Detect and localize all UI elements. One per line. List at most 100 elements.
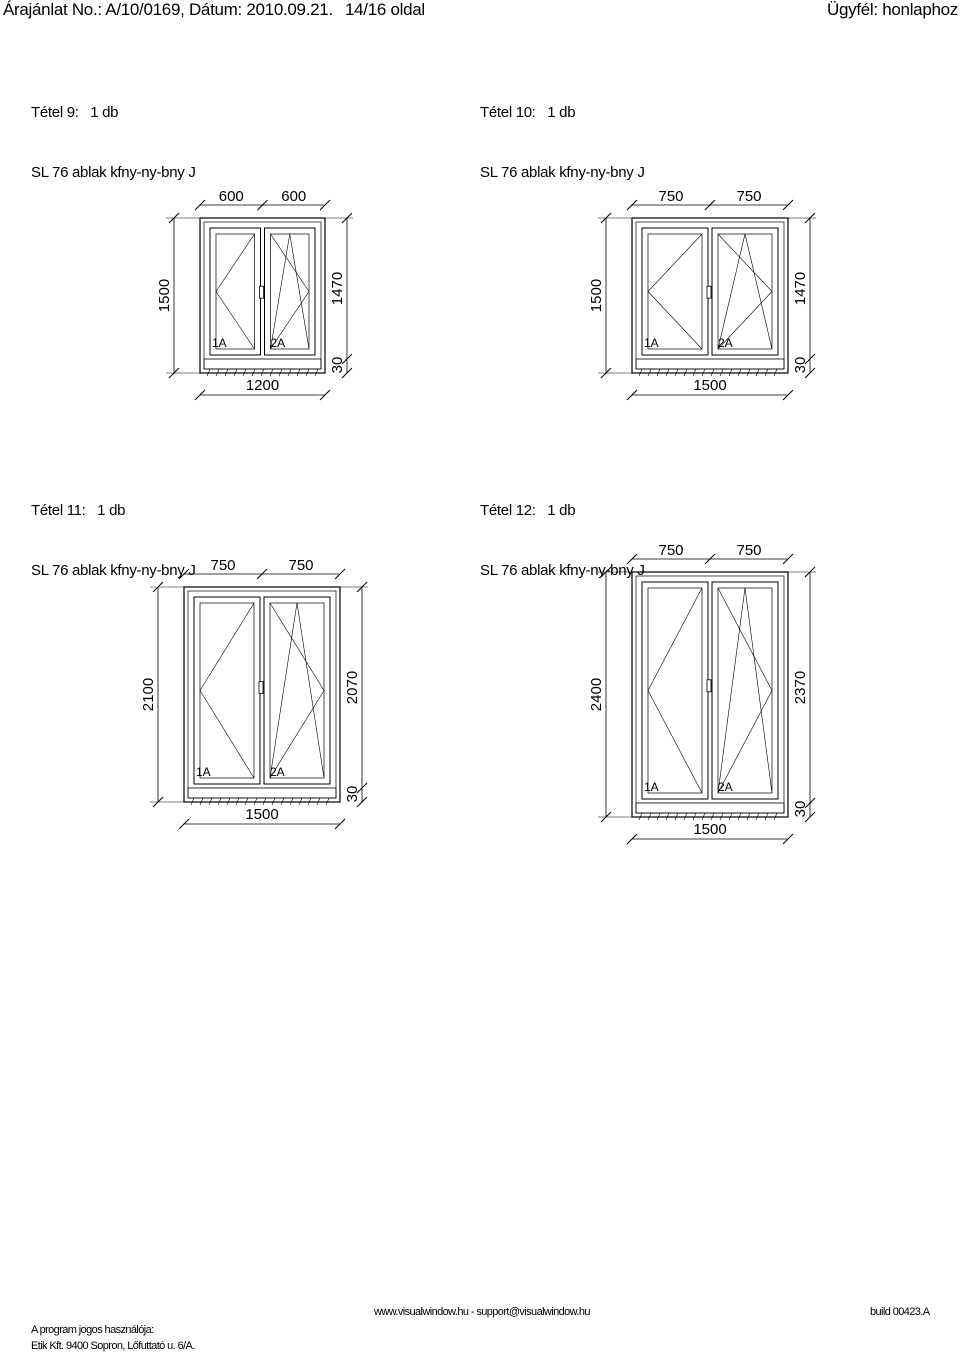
sill-profile	[635, 358, 785, 370]
dimension-tick	[194, 199, 206, 211]
dimension-height-inner: 2070	[344, 671, 361, 704]
sill-hatch	[206, 368, 211, 377]
dimension-tick	[341, 353, 353, 365]
dimension-tick	[804, 797, 816, 809]
dimension-tick	[600, 212, 612, 224]
sash-frame	[193, 596, 261, 785]
sash-label: 2A	[270, 765, 285, 779]
sill-hatch	[773, 812, 778, 821]
item-title: Tétel 11: 1 db	[31, 502, 126, 519]
sash-frame	[263, 596, 331, 785]
sill-hatch	[719, 368, 724, 377]
dimension-height-outer: 1500	[156, 279, 173, 312]
sill-hatch	[224, 368, 229, 377]
sill-hatch	[701, 812, 706, 821]
sill-hatch	[692, 368, 697, 377]
footer-licensee-label: A program jogos használója:	[31, 1324, 154, 1336]
dimension-top-left: 750	[658, 188, 683, 205]
dimension-width: 1500	[693, 821, 726, 838]
sill-hatch	[316, 797, 321, 806]
sill-hatch	[262, 797, 267, 806]
dimension-top-right: 750	[736, 542, 761, 559]
dimension-tick	[804, 367, 816, 379]
sill-hatch	[755, 812, 760, 821]
dimension-tick	[319, 199, 331, 211]
sill-hatch	[737, 812, 742, 821]
dimension-tick	[782, 553, 794, 565]
dimension-height-outer: 2400	[588, 678, 605, 711]
dimension-tick	[341, 367, 353, 379]
dimension-tick	[256, 568, 268, 580]
sill-hatch	[656, 368, 661, 377]
sill-hatch	[253, 797, 258, 806]
opening-line	[647, 291, 703, 350]
sill-hatch	[289, 797, 294, 806]
opening-line	[215, 291, 255, 350]
sill-hatch	[305, 368, 310, 377]
sash-label: 1A	[212, 336, 227, 350]
dimension-tick	[356, 796, 368, 808]
sill-hatch	[764, 812, 769, 821]
dimension-sill: 30	[344, 786, 361, 803]
handle-icon	[706, 285, 712, 299]
sill-hatch	[683, 812, 688, 821]
dimension-height-inner: 1470	[329, 272, 346, 305]
dimension-tick	[152, 581, 164, 593]
dimension-tick	[804, 353, 816, 365]
sill-hatch	[665, 812, 670, 821]
opening-line	[717, 690, 773, 794]
dimension-tick	[600, 367, 612, 379]
header-quote-info: Árajánlat No.: A/10/0169, Dátum: 2010.09…	[3, 0, 333, 19]
sill-hatch	[271, 797, 276, 806]
dimension-tick	[168, 212, 180, 224]
dimension-sill: 30	[329, 357, 346, 374]
glass-pane	[647, 233, 703, 350]
sill-hatch	[296, 368, 301, 377]
opening-line	[269, 602, 325, 691]
dimension-tick	[704, 199, 716, 211]
sill-hatch	[656, 812, 661, 821]
item-subtitle: SL 76 ablak kfny-ny-bny J	[31, 562, 196, 579]
tilt-line	[269, 602, 298, 779]
glass-pane	[717, 587, 773, 794]
dimension-tick	[782, 389, 794, 401]
opening-line	[199, 690, 255, 779]
opening-line	[270, 291, 310, 350]
sill-profile	[635, 802, 785, 814]
glass-pane	[199, 602, 255, 779]
dimension-height-outer: 1500	[588, 279, 605, 312]
sill-hatch	[244, 797, 249, 806]
dimension-height-inner: 2370	[792, 671, 809, 704]
sill-profile	[187, 787, 337, 799]
dimension-tick	[319, 389, 331, 401]
sill-hatch	[217, 797, 222, 806]
opening-line	[647, 690, 703, 794]
sill-hatch	[683, 368, 688, 377]
dimension-height-inner: 1470	[792, 272, 809, 305]
header-page-number: 14/16 oldal	[345, 0, 425, 19]
sill-hatch	[692, 812, 697, 821]
dimension-tick	[804, 212, 816, 224]
sill-hatch	[226, 797, 231, 806]
dimension-tick	[782, 833, 794, 845]
sash-label: 2A	[718, 336, 733, 350]
dimension-tick	[804, 566, 816, 578]
header-customer: Ügyfél: honlaphoz	[827, 0, 958, 19]
sash-frame	[711, 227, 779, 356]
item-title: Tétel 10: 1 db	[480, 104, 576, 121]
dimension-tick	[178, 818, 190, 830]
sash-frame	[264, 227, 316, 356]
dimension-tick	[178, 568, 190, 580]
opening-line	[717, 233, 773, 292]
footer-licensee: Etik Kft. 9400 Sopron, Lőfuttató u. 6/A.	[31, 1340, 195, 1352]
sill-hatch	[728, 368, 733, 377]
dimension-tick	[782, 199, 794, 211]
item-title: Tétel 12: 1 db	[480, 502, 576, 519]
sill-hatch	[647, 368, 652, 377]
sash-frame	[711, 581, 779, 800]
item-11-title-block: Tétel 11: 1 db SL 76 ablak kfny-ny-bny J	[31, 461, 196, 601]
item-subtitle: SL 76 ablak kfny-ny-bny J	[480, 562, 645, 579]
